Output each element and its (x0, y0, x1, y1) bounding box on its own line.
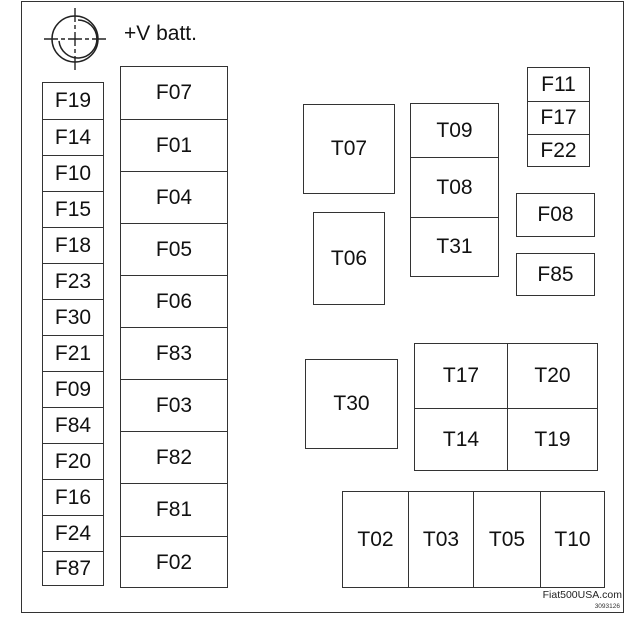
relay-t02[interactable]: T02 (357, 527, 394, 551)
large-fuse-column: F07 F01 F04 F05 F06 F83 F03 F82 F81 F02 (120, 66, 228, 588)
battery-terminal-crosshair-icon (44, 8, 108, 71)
fuse-box-outline (21, 1, 624, 613)
fuse-f03[interactable]: F03 (121, 379, 227, 431)
small-fuse-column: F19 F14 F10 F15 F18 F23 F30 F21 F09 F84 … (42, 82, 104, 586)
fuse-f05[interactable]: F05 (121, 223, 227, 275)
fuse-f02[interactable]: F02 (121, 536, 227, 589)
fuse-f83[interactable]: F83 (121, 327, 227, 379)
fuse-f82[interactable]: F82 (121, 431, 227, 483)
relay-t19[interactable]: T19 (507, 408, 597, 470)
fuse-f30[interactable]: F30 (43, 299, 103, 335)
fuse-f22[interactable]: F22 (528, 134, 589, 166)
fuse-f18[interactable]: F18 (43, 227, 103, 263)
fuse-f04[interactable]: F04 (121, 171, 227, 223)
fuse-f08[interactable]: F08 (516, 193, 595, 237)
fuse-f09[interactable]: F09 (43, 371, 103, 407)
fuse-f19[interactable]: F19 (54, 89, 92, 112)
relay-t17[interactable]: T17 (442, 364, 480, 387)
fuse-f81[interactable]: F81 (121, 483, 227, 536)
relay-t09[interactable]: T09 (436, 118, 473, 142)
fuse-f23[interactable]: F23 (43, 263, 103, 299)
fuse-f01[interactable]: F01 (121, 119, 227, 171)
fuse-f87[interactable]: F87 (43, 551, 103, 586)
fuse-f24[interactable]: F24 (43, 515, 103, 551)
fuse-f07[interactable]: F07 (155, 81, 193, 104)
relay-t03[interactable]: T03 (408, 492, 473, 587)
fuse-f15[interactable]: F15 (43, 191, 103, 227)
relay-t08[interactable]: T08 (411, 157, 498, 217)
fuse-f17[interactable]: F17 (528, 101, 589, 134)
fuse-f16[interactable]: F16 (43, 479, 103, 515)
relay-bottom-row: T02 T03 T05 T10 (342, 491, 605, 588)
relay-t20[interactable]: T20 (507, 344, 597, 408)
relay-t31[interactable]: T31 (411, 217, 498, 275)
fuse-f10[interactable]: F10 (43, 155, 103, 191)
fuse-f14[interactable]: F14 (43, 119, 103, 155)
relay-t30[interactable]: T30 (305, 359, 398, 449)
right-fuse-stack: F11 F17 F22 (527, 67, 590, 167)
relay-t14[interactable]: T14 (415, 408, 507, 470)
figure-code: 3093126 (594, 603, 620, 610)
battery-positive-label: +V batt. (124, 22, 197, 45)
fuse-f11[interactable]: F11 (541, 72, 576, 96)
fuse-f21[interactable]: F21 (43, 335, 103, 371)
relay-t07[interactable]: T07 (303, 104, 395, 194)
fuse-f84[interactable]: F84 (43, 407, 103, 443)
relay-t06[interactable]: T06 (313, 212, 385, 305)
relay-middle-stack: T09 T08 T31 (410, 103, 499, 277)
relay-t10[interactable]: T10 (540, 492, 604, 587)
relay-t05[interactable]: T05 (473, 492, 540, 587)
fuse-f20[interactable]: F20 (43, 443, 103, 479)
fuse-f06[interactable]: F06 (121, 275, 227, 327)
watermark: Fiat500USA.com (542, 589, 622, 601)
relay-grid: T17 T20 T14 T19 (414, 343, 598, 471)
fuse-f85[interactable]: F85 (516, 253, 595, 296)
